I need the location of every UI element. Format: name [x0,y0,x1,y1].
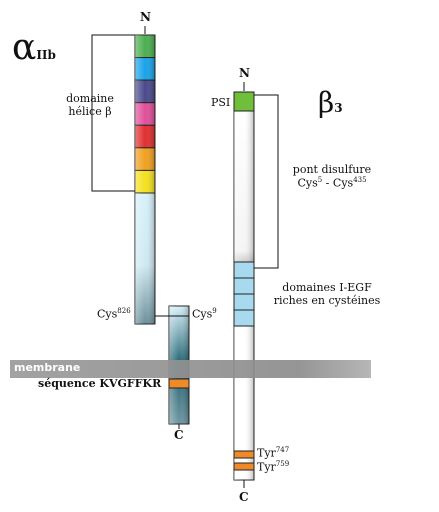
bridge-cys1-sup: 5 [317,176,323,184]
disulfide-label: pont disulfure Cys5 - Cys435 [282,163,382,190]
cys826-label: Cys826 [97,307,131,321]
tyr747-band [233,450,255,459]
disulfide-line1: pont disulfure [292,163,372,176]
egf-segment-2 [233,277,255,295]
bridge-cys2-sup: 435 [353,176,367,184]
egf-domains [233,261,255,327]
tyr759-band [233,462,255,471]
tyr747-label: Tyr747 [257,446,289,460]
alpha-stalk-shade [135,193,155,324]
alpha-domain-line2: hélice β [68,105,112,118]
cys826-sup: 826 [117,307,131,315]
alpha-segment-shade-1 [135,35,155,58]
egf-segment-3 [233,293,255,311]
beta-n-terminus: N [239,66,250,80]
alpha-helix-domain [134,34,156,194]
cys826-text: Cys [97,307,118,321]
egf-line1: domaines I-EGF [282,281,372,294]
tyr759-label: Tyr759 [257,460,289,474]
alpha-title: αIIb [12,30,56,66]
beta-title: β3 [318,88,343,118]
tyr759-sup: 759 [275,460,290,468]
motif-label: séquence KVGFFKR [38,377,162,390]
bridge-separator: - [322,176,333,190]
bridge-cys2-text: Cys [332,176,354,190]
membrane-label: membrane [14,361,81,374]
egf-label: domaines I-EGF riches en cystéines [262,281,392,307]
alpha-domain-label: domaine hélice β [55,92,125,118]
tyr759-text: Tyr [257,460,276,474]
kvgffkr-motif [168,378,190,389]
alpha-domain-line1: domaine [66,92,114,105]
alpha-c-terminus: C [174,428,184,442]
alpha-segment-shade-6 [135,147,155,171]
alpha-n-terminus: N [140,10,151,24]
alpha-segment-shade-4 [135,102,155,126]
cys9-sup: 9 [212,307,217,315]
alpha-symbol: α [12,27,37,68]
alpha-segment-shade-2 [135,57,155,81]
alpha-segment-shade-5 [135,125,155,148]
tyr747-text: Tyr [257,446,276,460]
alpha-domain-bracket [91,34,135,192]
disulfide-line2: Cys5 - Cys435 [282,176,382,190]
beta-subscript: 3 [334,101,343,115]
egf-segment-4 [233,309,255,327]
cys9-label: Cys9 [192,307,217,321]
beta-symbol: β [318,86,335,119]
membrane-band [10,360,371,378]
psi-domain [233,91,255,112]
bridge-cys1-text: Cys [297,176,318,190]
beta-c-terminus: C [239,490,249,504]
alpha-segment-shade-7 [135,170,155,193]
alpha-subscript: IIb [36,48,56,62]
egf-segment-1 [233,261,255,279]
disulfide-bracket [254,94,279,269]
egf-line2: riches en cystéines [273,294,381,307]
cys9-text: Cys [192,307,213,321]
tyr747-sup: 747 [275,446,290,454]
alpha-segment-shade-3 [135,80,155,103]
psi-label: PSI [211,96,231,109]
